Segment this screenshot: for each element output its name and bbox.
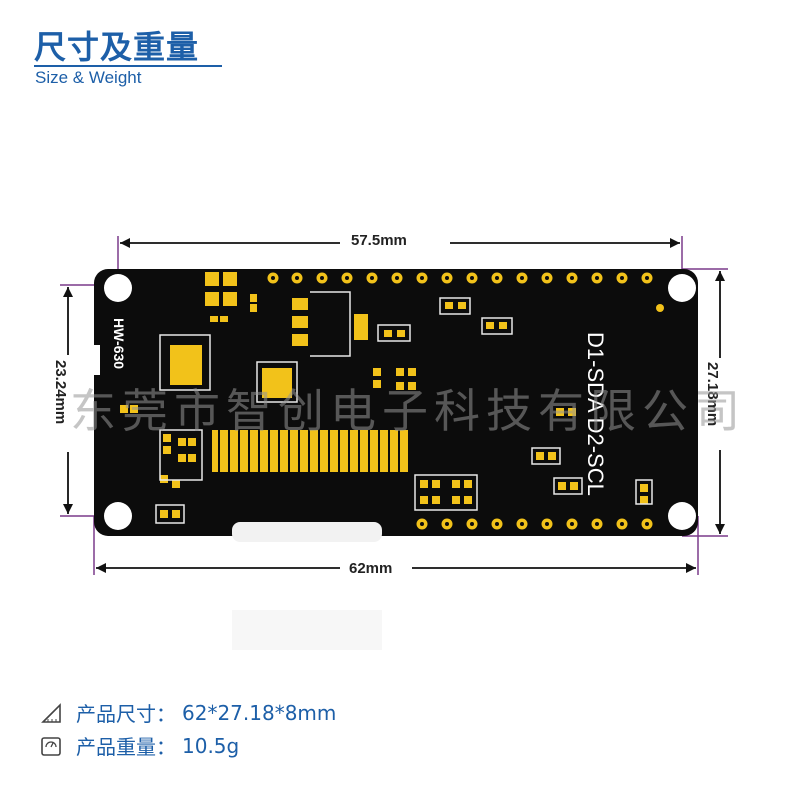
- mounting-holes: [104, 274, 696, 530]
- dimension-arrows: [63, 238, 725, 573]
- ruler-triangle-icon: [41, 702, 61, 723]
- silkscreen: [155, 291, 653, 524]
- company-watermark: 东莞市智创电子科技有限公司: [70, 384, 746, 438]
- section-subtitle: Size & Weight: [35, 68, 142, 87]
- top-pin-row: [267, 272, 664, 312]
- spec-size-label: 产品尺寸：: [76, 702, 176, 726]
- connector-notch: [232, 522, 382, 542]
- weight-scale-icon: [41, 736, 61, 756]
- spec-weight-row: 产品重量： 10.5g: [40, 731, 239, 760]
- extension-lines: [60, 236, 728, 575]
- dimension-bottom-width: 62mm: [346, 560, 396, 577]
- spec-size-value: 62*27.18*8mm: [182, 700, 337, 725]
- dimension-top-width: 57.5mm: [348, 232, 410, 249]
- pin-label: D1-SDA D2-SCL: [583, 332, 608, 496]
- spec-size-row: 产品尺寸： 62*27.18*8mm: [40, 698, 336, 727]
- section-title: 尺寸及重量: [34, 28, 200, 66]
- board-reflection: [232, 610, 382, 650]
- bottom-pin-row: [416, 518, 653, 530]
- spec-weight-label: 产品重量：: [76, 735, 176, 759]
- dimension-left-height: 23.24mm: [52, 360, 69, 424]
- dimension-right-height: 27.18mm: [704, 362, 721, 426]
- model-label: HW-630: [111, 318, 127, 369]
- spec-weight-value: 10.5g: [182, 733, 240, 758]
- title-underline: [34, 65, 222, 67]
- ribbon-traces: [218, 430, 400, 472]
